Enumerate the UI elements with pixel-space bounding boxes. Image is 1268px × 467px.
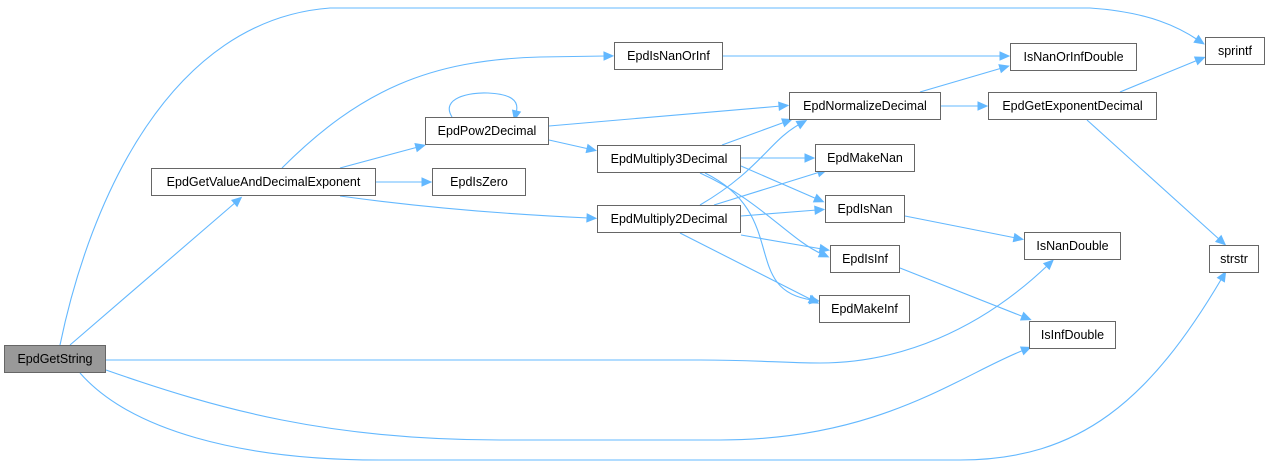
- arrowhead-icon: [230, 196, 243, 208]
- arrowhead-icon: [795, 119, 808, 130]
- node-epd-multiply3-decimal[interactable]: EpdMultiply3Decimal: [597, 145, 741, 173]
- edge-line: [59, 7, 1199, 346]
- arrowhead-icon: [1193, 34, 1205, 45]
- node-epd-normalize-decimal[interactable]: EpdNormalizeDecimal: [789, 92, 941, 120]
- edge-line: [105, 349, 1025, 441]
- edge-epd-multiply2-decimal-to-epd-make-inf: [679, 232, 820, 304]
- arrowhead-icon: [781, 118, 793, 128]
- arrowhead-icon: [977, 101, 989, 111]
- edge-epd-multiply3-decimal-to-epd-make-nan: [741, 153, 816, 163]
- arrowhead-icon: [1019, 346, 1032, 356]
- edge-line: [919, 67, 1003, 93]
- arrowhead-icon: [804, 153, 816, 163]
- arrowhead-icon: [1193, 56, 1206, 66]
- arrowhead-icon: [1019, 311, 1032, 321]
- edge-line: [904, 215, 1017, 239]
- node-epd-multiply2-decimal[interactable]: EpdMultiply2Decimal: [597, 205, 741, 233]
- edge-epd-multiply2-decimal-to-epd-make-nan: [713, 168, 828, 206]
- node-is-nan-or-inf-double[interactable]: IsNanOrInfDouble: [1010, 43, 1137, 71]
- arrowhead-icon: [603, 51, 615, 61]
- node-epd-make-nan[interactable]: EpdMakeNan: [815, 144, 915, 172]
- edge-epd-multiply2-decimal-to-epd-normalize-decimal: [699, 119, 808, 206]
- arrowhead-icon: [1012, 232, 1025, 243]
- arrowhead-icon: [1214, 234, 1227, 246]
- node-epd-is-zero[interactable]: EpdIsZero: [432, 168, 526, 196]
- edge-epd-multiply3-decimal-to-epd-normalize-decimal: [721, 118, 793, 146]
- edge-epd-multiply3-decimal-to-epd-is-nan: [740, 165, 825, 203]
- node-epd-is-inf[interactable]: EpdIsInf: [830, 245, 900, 273]
- node-epd-get-exponent-decimal[interactable]: EpdGetExponentDecimal: [988, 92, 1157, 120]
- edge-epd-multiply3-decimal-to-epd-is-inf: [699, 172, 830, 258]
- node-epd-make-inf[interactable]: EpdMakeInf: [819, 295, 910, 323]
- edge-epd-normalize-decimal-to-is-nan-or-inf-double: [919, 64, 1010, 93]
- edge-epd-get-value-and-decimal-exponent-to-epd-is-zero: [376, 177, 433, 187]
- arrowhead-icon: [414, 143, 426, 153]
- arrowhead-icon: [999, 51, 1011, 61]
- edge-line: [448, 92, 518, 118]
- arrowhead-icon: [421, 177, 433, 187]
- edge-line: [1119, 59, 1199, 93]
- edge-line: [106, 264, 1049, 364]
- edge-epd-multiply2-decimal-to-epd-is-nan: [740, 205, 826, 217]
- node-epd-get-string[interactable]: EpdGetString: [4, 345, 106, 373]
- edge-epd-pow2-decimal-to-epd-multiply3-decimal: [548, 139, 598, 154]
- edge-line: [699, 123, 801, 206]
- edge-line: [699, 172, 823, 255]
- node-strstr[interactable]: strstr: [1209, 245, 1259, 273]
- edge-line: [548, 105, 782, 127]
- edge-line: [1086, 119, 1221, 241]
- node-is-inf-double[interactable]: IsInfDouble: [1029, 321, 1116, 349]
- arrowhead-icon: [807, 294, 820, 304]
- edge-line: [721, 121, 786, 146]
- edge-epd-get-string-to-is-nan-double: [106, 259, 1054, 364]
- arrowhead-icon: [818, 243, 831, 254]
- edge-line: [281, 55, 607, 169]
- edge-epd-get-string-to-strstr: [79, 270, 1227, 461]
- edge-line: [339, 195, 590, 219]
- edge-epd-pow2-decimal-to-epd-normalize-decimal: [548, 101, 790, 127]
- edge-line: [679, 232, 813, 301]
- arrowhead-icon: [586, 213, 598, 223]
- edge-line: [740, 165, 818, 200]
- node-sprintf[interactable]: sprintf: [1205, 37, 1265, 65]
- arrowhead-icon: [585, 143, 598, 154]
- edge-line: [713, 171, 821, 206]
- arrowhead-icon: [814, 205, 826, 215]
- node-epd-is-nan-or-inf[interactable]: EpdIsNanOrInf: [614, 42, 723, 70]
- edge-epd-is-nan-or-inf-to-is-nan-or-inf-double: [723, 51, 1011, 61]
- edge-epd-get-string-to-epd-get-value-and-decimal-exponent: [69, 196, 243, 346]
- edge-epd-get-value-and-decimal-exponent-to-epd-multiply2-decimal: [339, 195, 598, 223]
- edge-epd-get-value-and-decimal-exponent-to-epd-is-nan-or-inf: [281, 51, 615, 169]
- edge-epd-is-nan-to-is-nan-double: [904, 215, 1025, 243]
- edge-epd-get-value-and-decimal-exponent-to-epd-pow2-decimal: [339, 143, 426, 169]
- edge-line: [79, 277, 1223, 461]
- edge-epd-get-string-to-is-inf-double: [105, 346, 1032, 441]
- node-epd-is-nan[interactable]: EpdIsNan: [825, 195, 905, 223]
- node-epd-get-value-and-decimal-exponent[interactable]: EpdGetValueAndDecimalExponent: [151, 168, 376, 196]
- arrowhead-icon: [812, 193, 825, 203]
- arrowhead-icon: [817, 248, 830, 258]
- edge-line: [69, 201, 237, 346]
- edge-epd-get-exponent-decimal-to-strstr: [1086, 119, 1227, 246]
- arrowhead-icon: [1216, 270, 1227, 283]
- arrowhead-icon: [998, 64, 1010, 74]
- edge-line: [740, 209, 818, 217]
- edge-epd-normalize-decimal-to-epd-get-exponent-decimal: [941, 101, 989, 111]
- edge-line: [899, 267, 1025, 318]
- arrowhead-icon: [1042, 259, 1054, 271]
- edge-epd-is-inf-to-is-inf-double: [899, 267, 1032, 321]
- edge-line: [548, 139, 590, 150]
- edge-line: [740, 234, 823, 250]
- node-epd-pow2-decimal[interactable]: EpdPow2Decimal: [425, 117, 549, 145]
- edge-epd-get-string-to-sprintf: [59, 7, 1205, 346]
- edge-epd-get-exponent-decimal-to-sprintf: [1119, 56, 1206, 93]
- arrowhead-icon: [778, 101, 790, 111]
- node-is-nan-double[interactable]: IsNanDouble: [1024, 232, 1121, 260]
- edge-line: [704, 172, 813, 301]
- edge-epd-pow2-decimal-to-epd-pow2-decimal: [448, 92, 522, 122]
- edge-epd-multiply2-decimal-to-epd-is-inf: [740, 234, 831, 254]
- edge-line: [339, 146, 419, 169]
